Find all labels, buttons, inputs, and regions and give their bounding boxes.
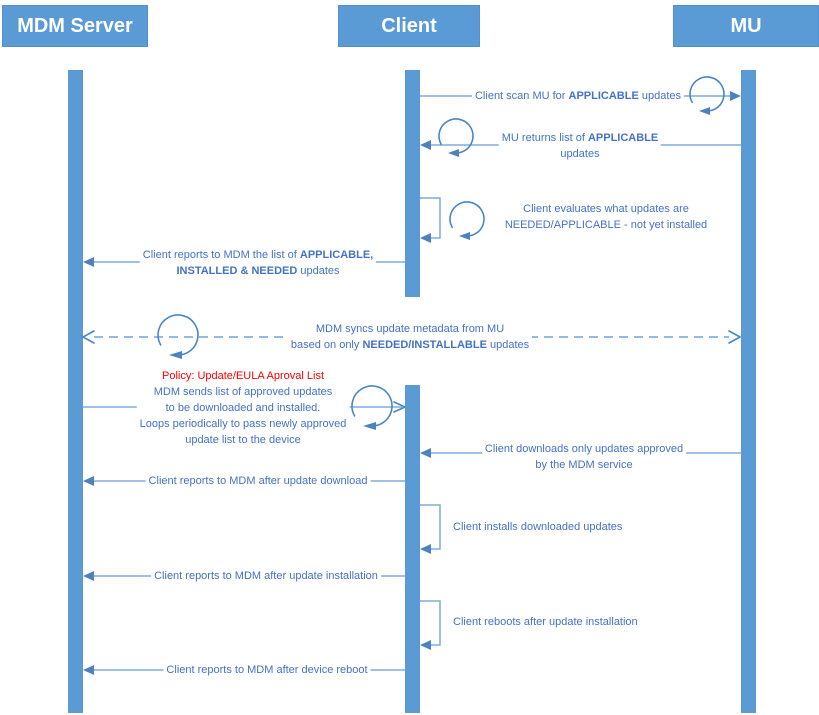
open-arrowhead-right (393, 401, 407, 413)
arrowhead-left (420, 640, 431, 650)
message-9-self-arrow (420, 504, 441, 554)
message-3-self-arrow (420, 197, 485, 243)
participant-mu-label: MU (730, 14, 762, 37)
mu-activation-bar (741, 70, 756, 713)
message-9-label: Client installs downloaded updates (450, 519, 626, 535)
arrowhead-left (83, 571, 94, 581)
arrowhead-left (420, 233, 431, 243)
arrowhead-left (420, 140, 431, 150)
message-11-label: Client reboots after update installation (450, 614, 641, 630)
mdm-server-activation-bar (68, 70, 83, 713)
arrowhead-left (420, 544, 431, 554)
participant-mdm-server: MDM Server (2, 5, 148, 47)
arrowhead-left (83, 257, 94, 267)
open-arrowhead-right (728, 330, 742, 344)
arrowhead-left (420, 448, 431, 458)
loop-icon (438, 118, 474, 157)
message-12-label: Client reports to MDM after device reboo… (163, 662, 371, 678)
loop-icon (351, 385, 393, 430)
arrowhead-left (83, 665, 94, 675)
participant-mdm-server-label: MDM Server (17, 14, 133, 37)
loop-icon (689, 76, 725, 115)
client-activation-bar-1 (405, 70, 420, 297)
open-arrowhead-left (81, 330, 95, 344)
participant-mu: MU (673, 5, 819, 47)
participant-client: Client (338, 5, 480, 47)
message-1-label: Client scan MU for APPLICABLE updates (471, 88, 685, 104)
arrowhead-right (730, 91, 741, 101)
message-8-label: Client reports to MDM after update downl… (145, 473, 371, 489)
message-11-self-arrow (420, 600, 441, 650)
arrowhead-left (83, 476, 94, 486)
message-4-label: Client reports to MDM the list of APPLIC… (139, 247, 377, 279)
client-activation-bar-2 (405, 385, 420, 713)
loop-icon (157, 314, 199, 359)
message-10-label: Client reports to MDM after update insta… (151, 568, 381, 584)
participant-client-label: Client (381, 14, 437, 37)
loop-icon (449, 201, 485, 240)
